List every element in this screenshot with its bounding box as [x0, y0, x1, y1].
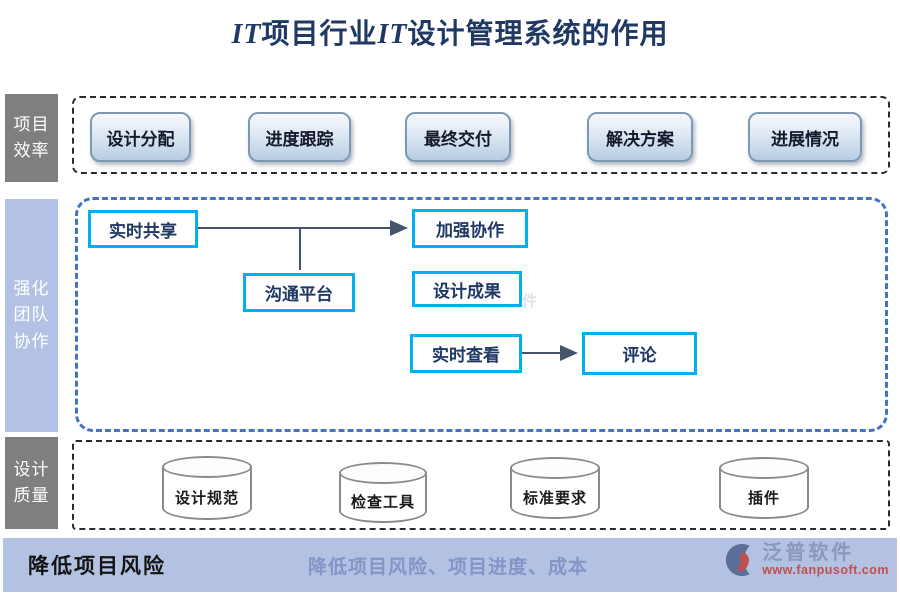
- side-label-line: 强化: [13, 278, 50, 298]
- cylinder-top: [162, 456, 252, 478]
- side-label-line: 团队: [13, 305, 50, 325]
- node-realtime-sharing: 实时共享: [88, 210, 198, 248]
- side-label-line: 效率: [13, 141, 50, 160]
- node-communication-platform: 沟通平台: [243, 273, 355, 312]
- title-rest: 设计管理系统的作用: [407, 19, 669, 50]
- top-row-container: 设计分配 进度跟踪 最终交付 解决方案 进展情况: [72, 96, 890, 174]
- side-label-line: 设计: [13, 459, 50, 479]
- cylinder-inspection-tools: 检查工具: [339, 462, 427, 523]
- cylinder-label: 标准要求: [510, 468, 600, 519]
- cylinder-standard-requirements: 标准要求: [510, 457, 600, 519]
- node-enhanced-collaboration: 加强协作: [412, 209, 528, 248]
- node-realtime-viewing: 实时查看: [410, 334, 522, 373]
- node-final-delivery: 最终交付: [405, 112, 511, 162]
- cylinder-top: [339, 462, 427, 484]
- node-comments: 评论: [582, 332, 697, 375]
- footer-left-label: 降低项目风险: [28, 555, 166, 578]
- cylinder-top: [510, 457, 600, 479]
- page-title: IT项目行业IT设计管理系统的作用: [0, 12, 900, 52]
- side-label-team-collaboration: 强化 团队 协作: [5, 199, 58, 432]
- middle-flow-container: 泛普软件 实时共享 加强协作 沟通平台 设计成果 实时查看 评论: [75, 197, 888, 432]
- title-it-1: IT: [231, 19, 262, 50]
- side-label-project-efficiency: 项目 效率: [5, 94, 58, 182]
- title-it-2: IT: [377, 19, 408, 50]
- brand-website: www.fanpusoft.com: [762, 563, 889, 577]
- brand-logo: 泛普软件 www.fanpusoft.com: [725, 542, 889, 578]
- cylinder-top: [719, 457, 809, 479]
- cylinder-plugins: 插件: [719, 457, 809, 519]
- cylinder-design-standards: 设计规范: [162, 456, 252, 520]
- node-design-assignment: 设计分配: [90, 112, 191, 162]
- fanpu-logo-icon: [726, 543, 750, 576]
- footer-bar: 降低项目风险 降低项目风险、项目进度、成本 泛普软件 www.fanpusoft…: [3, 538, 897, 592]
- side-label-line: 项目: [13, 114, 50, 134]
- side-label-design-quality: 设计 质量: [5, 437, 58, 529]
- brand-name: 泛普软件: [762, 542, 855, 564]
- node-design-results: 设计成果: [412, 271, 522, 307]
- side-label-line: 协作: [13, 331, 50, 351]
- side-label-line: 质量: [13, 486, 50, 505]
- node-solution: 解决方案: [587, 112, 693, 162]
- node-progress-status: 进展情况: [748, 112, 862, 162]
- title-mid: 项目行业: [261, 19, 378, 50]
- bottom-row-container: 设计规范 检查工具 标准要求 插件: [72, 440, 890, 530]
- node-progress-tracking: 进度跟踪: [248, 112, 351, 162]
- footer-center-text: 降低项目风险、项目进度、成本: [308, 556, 589, 578]
